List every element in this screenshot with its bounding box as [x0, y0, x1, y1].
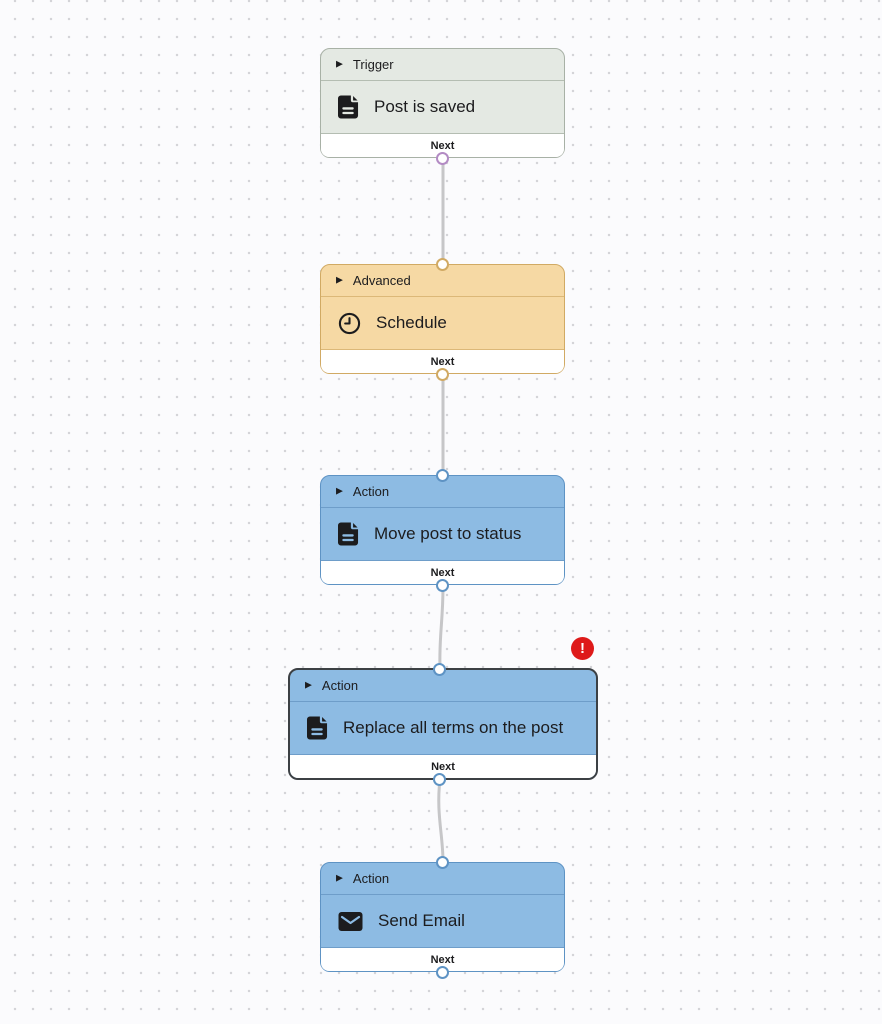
node-body[interactable]: Send Email — [321, 895, 564, 948]
workflow-node-action-replace-terms[interactable]: ▶ Action Replace all terms on the post N… — [288, 662, 598, 786]
node-body[interactable]: Schedule — [321, 297, 564, 350]
node-header[interactable]: ▶ Advanced — [321, 265, 564, 297]
node-category-label: Action — [321, 678, 359, 693]
workflow-node-action-move-post[interactable]: ▶ Action Move post to status Next — [320, 468, 565, 592]
output-handle[interactable] — [433, 772, 446, 786]
node-title: Schedule — [376, 313, 447, 332]
node-title: Post is saved — [374, 97, 476, 116]
node-category-label: Action — [352, 484, 390, 499]
output-handle[interactable] — [435, 578, 449, 592]
node-body[interactable]: Post is saved — [321, 81, 564, 134]
error-badge[interactable]: ! — [571, 637, 594, 660]
output-handle[interactable] — [435, 965, 449, 979]
node-footer: Next — [321, 134, 564, 157]
node-footer: Next — [290, 755, 596, 778]
node-title: Replace all terms on the post — [343, 718, 564, 737]
clock-icon — [338, 312, 361, 335]
node-header[interactable]: ▶ Action — [321, 476, 564, 508]
workflow-node-trigger[interactable]: ▶ Trigger Post is saved Next — [320, 48, 565, 165]
document-icon — [338, 522, 359, 546]
node-footer: Next — [321, 350, 564, 373]
node-header[interactable]: ▶ Action — [290, 670, 596, 702]
collapse-triangle-icon[interactable]: ▶ — [336, 58, 343, 69]
node-category-label: Advanced — [352, 273, 411, 288]
node-footer: Next — [321, 948, 564, 971]
next-port-label: Next — [430, 355, 455, 368]
input-handle[interactable] — [435, 468, 449, 482]
collapse-triangle-icon[interactable]: ▶ — [336, 872, 343, 883]
node-footer: Next — [321, 561, 564, 584]
next-port-label: Next — [431, 760, 455, 773]
collapse-triangle-icon[interactable]: ▶ — [336, 485, 343, 496]
node-body[interactable]: Move post to status — [321, 508, 564, 561]
node-header[interactable]: ▶ Trigger — [321, 49, 564, 81]
collapse-triangle-icon[interactable]: ▶ — [305, 679, 312, 690]
node-body[interactable]: Replace all terms on the post — [290, 702, 596, 755]
workflow-node-advanced[interactable]: ▶ Advanced Schedule Next — [320, 257, 565, 381]
node-category-label: Trigger — [352, 57, 394, 72]
output-handle[interactable] — [435, 151, 449, 165]
envelope-icon — [338, 911, 363, 931]
document-icon — [307, 716, 328, 740]
next-port-label: Next — [430, 139, 455, 152]
node-header[interactable]: ▶ Action — [321, 863, 564, 895]
next-port-label: Next — [430, 953, 455, 966]
collapse-triangle-icon[interactable]: ▶ — [336, 274, 343, 285]
output-handle[interactable] — [435, 367, 449, 381]
input-handle[interactable] — [435, 855, 449, 869]
document-icon — [338, 95, 359, 119]
input-handle[interactable] — [433, 662, 446, 676]
connection-line — [438, 584, 445, 670]
connection-line — [437, 777, 445, 864]
node-title: Send Email — [378, 911, 465, 930]
node-title: Move post to status — [374, 524, 522, 543]
workflow-node-action-send-email[interactable]: ▶ Action Send Email Next — [320, 855, 565, 979]
input-handle[interactable] — [435, 257, 449, 271]
node-category-label: Action — [352, 871, 390, 886]
next-port-label: Next — [430, 566, 455, 579]
